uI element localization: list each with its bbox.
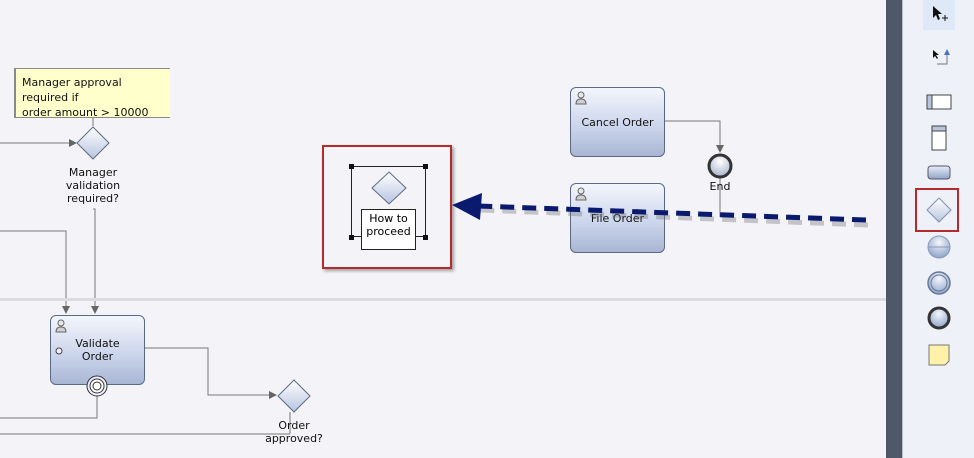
file-order-label: File Order [590,212,645,225]
flow-timer-loop[interactable] [0,395,98,419]
validate-order-label-2: Order [81,350,114,363]
palette-panel [902,0,974,458]
tool-palette [886,0,974,458]
flow-left-to-validate[interactable] [0,230,70,314]
annotation-line-2: order amount > 10000 [22,106,149,119]
flow-cancel-to-end[interactable] [664,120,724,153]
end-event-tool[interactable] [923,303,955,333]
start-event-tool[interactable] [923,232,955,262]
connect-tool[interactable] [923,42,955,72]
order-approved-label: Order approved? [265,419,323,445]
annotation-line-1: Manager approval required if [22,76,122,104]
circle-marker-icon [55,347,63,355]
order-approved-gateway[interactable] [277,379,311,413]
select-arrow-icon [933,6,948,21]
task-icon [927,165,951,180]
flow-manager-to-validate[interactable] [91,208,99,314]
validate-order-label-1: Validate [75,337,120,350]
cancel-order-label: Cancel Order [581,116,654,129]
end-event-icon [927,306,951,330]
intermediate-event-icon [927,271,951,295]
lane-divider [0,298,886,301]
lane-icon [931,125,947,151]
dropped-gateway-label[interactable]: How to proceed [361,209,416,250]
task-tool[interactable] [923,158,955,188]
user-icon [575,187,587,201]
select-tool[interactable] [923,0,955,30]
gateway-diamond-icon [926,197,952,223]
manager-gateway-label: Manager validation required? [65,166,121,205]
note-icon [928,344,950,366]
user-icon [575,91,587,105]
intermediate-event-tool[interactable] [923,268,955,298]
connection-icon [933,49,950,65]
connectors [0,118,733,435]
pool-tool[interactable] [923,88,955,118]
cancel-order-task[interactable]: Cancel Order [570,87,665,157]
timer-boundary-event-icon[interactable] [86,375,108,397]
selection-handle[interactable] [423,164,428,169]
end-event[interactable] [707,153,733,179]
gateway-tool-highlight [915,188,959,232]
pool-icon [926,94,952,110]
flow-validate-to-approved[interactable] [145,347,277,399]
user-icon [55,319,67,333]
validate-order-task[interactable]: Validate Order [50,315,145,385]
selection-handle[interactable] [349,235,354,240]
lane-tool[interactable] [923,123,955,153]
selection-handle[interactable] [423,235,428,240]
end-event-label: End [709,180,731,193]
start-event-icon [927,235,951,259]
new-gateway-highlight [322,145,452,269]
manager-validation-gateway[interactable] [76,126,110,160]
file-order-task[interactable]: File Order [570,183,665,253]
text-annotation[interactable]: Manager approval required if order amoun… [14,68,170,119]
selection-handle[interactable] [349,164,354,169]
annotation-tool[interactable] [923,340,955,370]
gateway-tool[interactable] [923,195,955,225]
diagram-canvas[interactable]: Manager approval required if order amoun… [0,0,886,458]
dropped-gateway[interactable] [371,171,407,205]
